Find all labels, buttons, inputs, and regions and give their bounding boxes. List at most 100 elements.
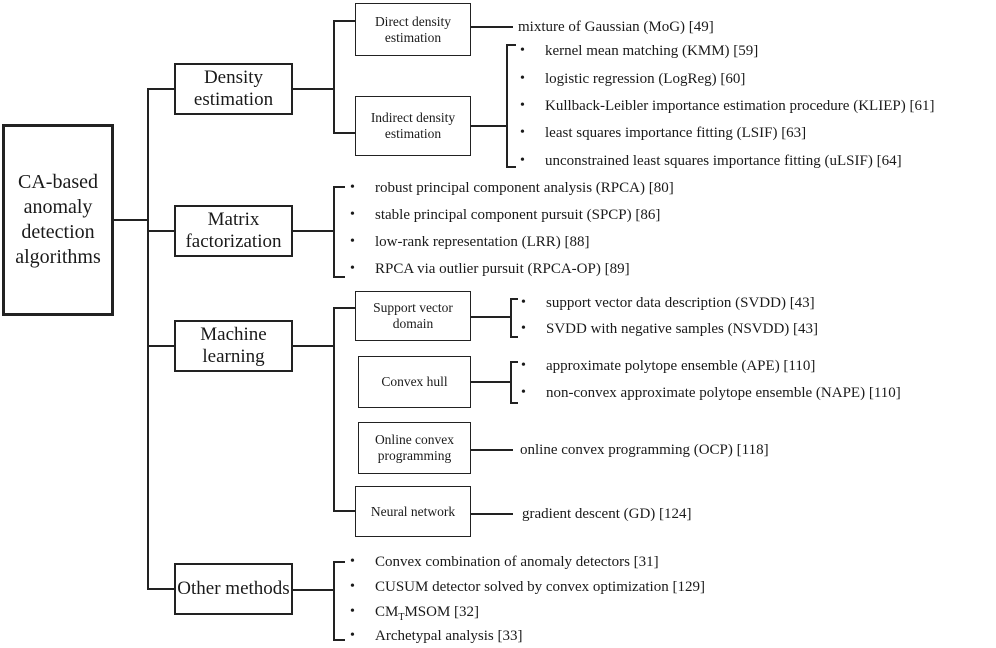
- bullet: •: [521, 321, 526, 336]
- leaf-item: Convex combination of anomaly detectors …: [375, 554, 659, 570]
- bracket-hull: [510, 361, 512, 404]
- root-label: CA-based anomaly detection algorithms: [15, 171, 101, 268]
- node-label: Indirect density estimation: [370, 110, 456, 141]
- leaf-item: stable principal component pursuit (SPCP…: [375, 207, 661, 223]
- bullet: •: [521, 385, 526, 400]
- bullet: •: [350, 554, 355, 569]
- node-label: Support vector domain: [373, 300, 453, 331]
- connector: [333, 561, 345, 563]
- node-label: Direct density estimation: [374, 13, 452, 45]
- leaf-text-suffix: MSOM [32]: [404, 604, 480, 620]
- bullet: •: [520, 153, 525, 168]
- leaf-item: unconstrained least squares importance f…: [545, 153, 902, 169]
- bracket-matrix: [333, 186, 335, 278]
- bullet: •: [350, 579, 355, 594]
- connector: [333, 307, 355, 309]
- connector: [471, 381, 511, 383]
- leaf-item: online convex programming (OCP) [118]: [520, 442, 769, 458]
- connector: [471, 449, 513, 451]
- leaf-item: RPCA via outlier pursuit (RPCA-OP) [89]: [375, 261, 630, 277]
- leaf-item: Archetypal analysis [33]: [375, 628, 523, 644]
- leaf-text-subscript: T: [398, 612, 405, 623]
- leaf-item: mixture of Gaussian (MoG) [49]: [518, 19, 714, 35]
- connector: [506, 166, 516, 168]
- connector: [149, 230, 174, 232]
- bullet: •: [521, 358, 526, 373]
- connector: [333, 186, 345, 188]
- connector: [333, 20, 355, 22]
- category-density-estimation: Density estimation: [174, 63, 293, 115]
- bullet: •: [350, 628, 355, 643]
- connector: [293, 230, 334, 232]
- bracket-main: [147, 88, 149, 590]
- bracket-svd: [510, 298, 512, 338]
- bracket-main-top: [147, 88, 175, 90]
- leaf-item: kernel mean matching (KMM) [59]: [545, 43, 759, 59]
- leaf-item: CUSUM detector solved by convex optimiza…: [375, 579, 705, 595]
- connector: [510, 298, 518, 300]
- connector: [506, 44, 516, 46]
- connector: [471, 26, 513, 28]
- bracket-ml: [333, 307, 335, 512]
- root-node: CA-based anomaly detection algorithms: [2, 124, 114, 316]
- leaf-text-prefix: CM: [375, 604, 399, 620]
- bullet: •: [350, 180, 355, 195]
- category-label: Density estimation: [193, 67, 274, 110]
- bullet: •: [350, 261, 355, 276]
- bracket-density: [333, 20, 335, 134]
- category-label: Machine learning: [200, 324, 267, 367]
- node-support-vector-domain: Support vector domain: [355, 291, 471, 341]
- leaf-item: low-rank representation (LRR) [88]: [375, 234, 590, 250]
- connector: [293, 88, 334, 90]
- category-machine-learning: Machine learning: [174, 320, 293, 372]
- bullet: •: [350, 207, 355, 222]
- bullet: •: [520, 71, 525, 86]
- connector: [471, 316, 511, 318]
- leaf-item: logistic regression (LogReg) [60]: [545, 71, 746, 87]
- category-label: Matrix factorization: [185, 209, 282, 252]
- connector: [333, 639, 345, 641]
- leaf-item: robust principal component analysis (RPC…: [375, 180, 674, 196]
- node-label: Online convex programming: [374, 432, 455, 463]
- leaf-item-cmt-msom: CMTMSOM [32]: [375, 603, 479, 627]
- connector: [333, 132, 355, 134]
- leaf-item: approximate polytope ensemble (APE) [110…: [546, 358, 816, 374]
- leaf-item: Kullback-Leibler importance estimation p…: [545, 98, 935, 114]
- connector: [149, 345, 174, 347]
- connector: [333, 510, 355, 512]
- bracket-other: [333, 561, 335, 641]
- connector: [471, 513, 513, 515]
- bullet: •: [520, 43, 525, 58]
- connector: [293, 345, 334, 347]
- bracket-main-bottom: [147, 588, 175, 590]
- connector: [333, 276, 345, 278]
- bullet: •: [520, 98, 525, 113]
- bullet: •: [521, 295, 526, 310]
- leaf-item: gradient descent (GD) [124]: [522, 506, 692, 522]
- connector: [293, 589, 334, 591]
- node-indirect-density: Indirect density estimation: [355, 96, 471, 156]
- bullet: •: [350, 234, 355, 249]
- bullet: •: [350, 604, 355, 619]
- connector: [114, 219, 149, 221]
- node-convex-hull: Convex hull: [358, 356, 471, 408]
- category-label: Other methods: [177, 578, 290, 600]
- node-neural-network: Neural network: [355, 486, 471, 537]
- category-other-methods: Other methods: [174, 563, 293, 615]
- connector: [471, 125, 507, 127]
- connector: [510, 402, 518, 404]
- category-matrix-factorization: Matrix factorization: [174, 205, 293, 257]
- node-direct-density: Direct density estimation: [355, 3, 471, 56]
- leaf-item: SVDD with negative samples (NSVDD) [43]: [546, 321, 819, 337]
- leaf-item: least squares importance fitting (LSIF) …: [545, 125, 807, 141]
- connector: [510, 336, 518, 338]
- node-online-convex-programming: Online convex programming: [358, 422, 471, 474]
- leaf-item: support vector data description (SVDD) […: [546, 295, 815, 311]
- connector: [510, 361, 518, 363]
- node-label: Convex hull: [381, 374, 448, 390]
- bullet: •: [520, 125, 525, 140]
- node-label: Neural network: [370, 503, 456, 519]
- leaf-item: non-convex approximate polytope ensemble…: [546, 385, 901, 401]
- bracket-indirect: [506, 44, 508, 167]
